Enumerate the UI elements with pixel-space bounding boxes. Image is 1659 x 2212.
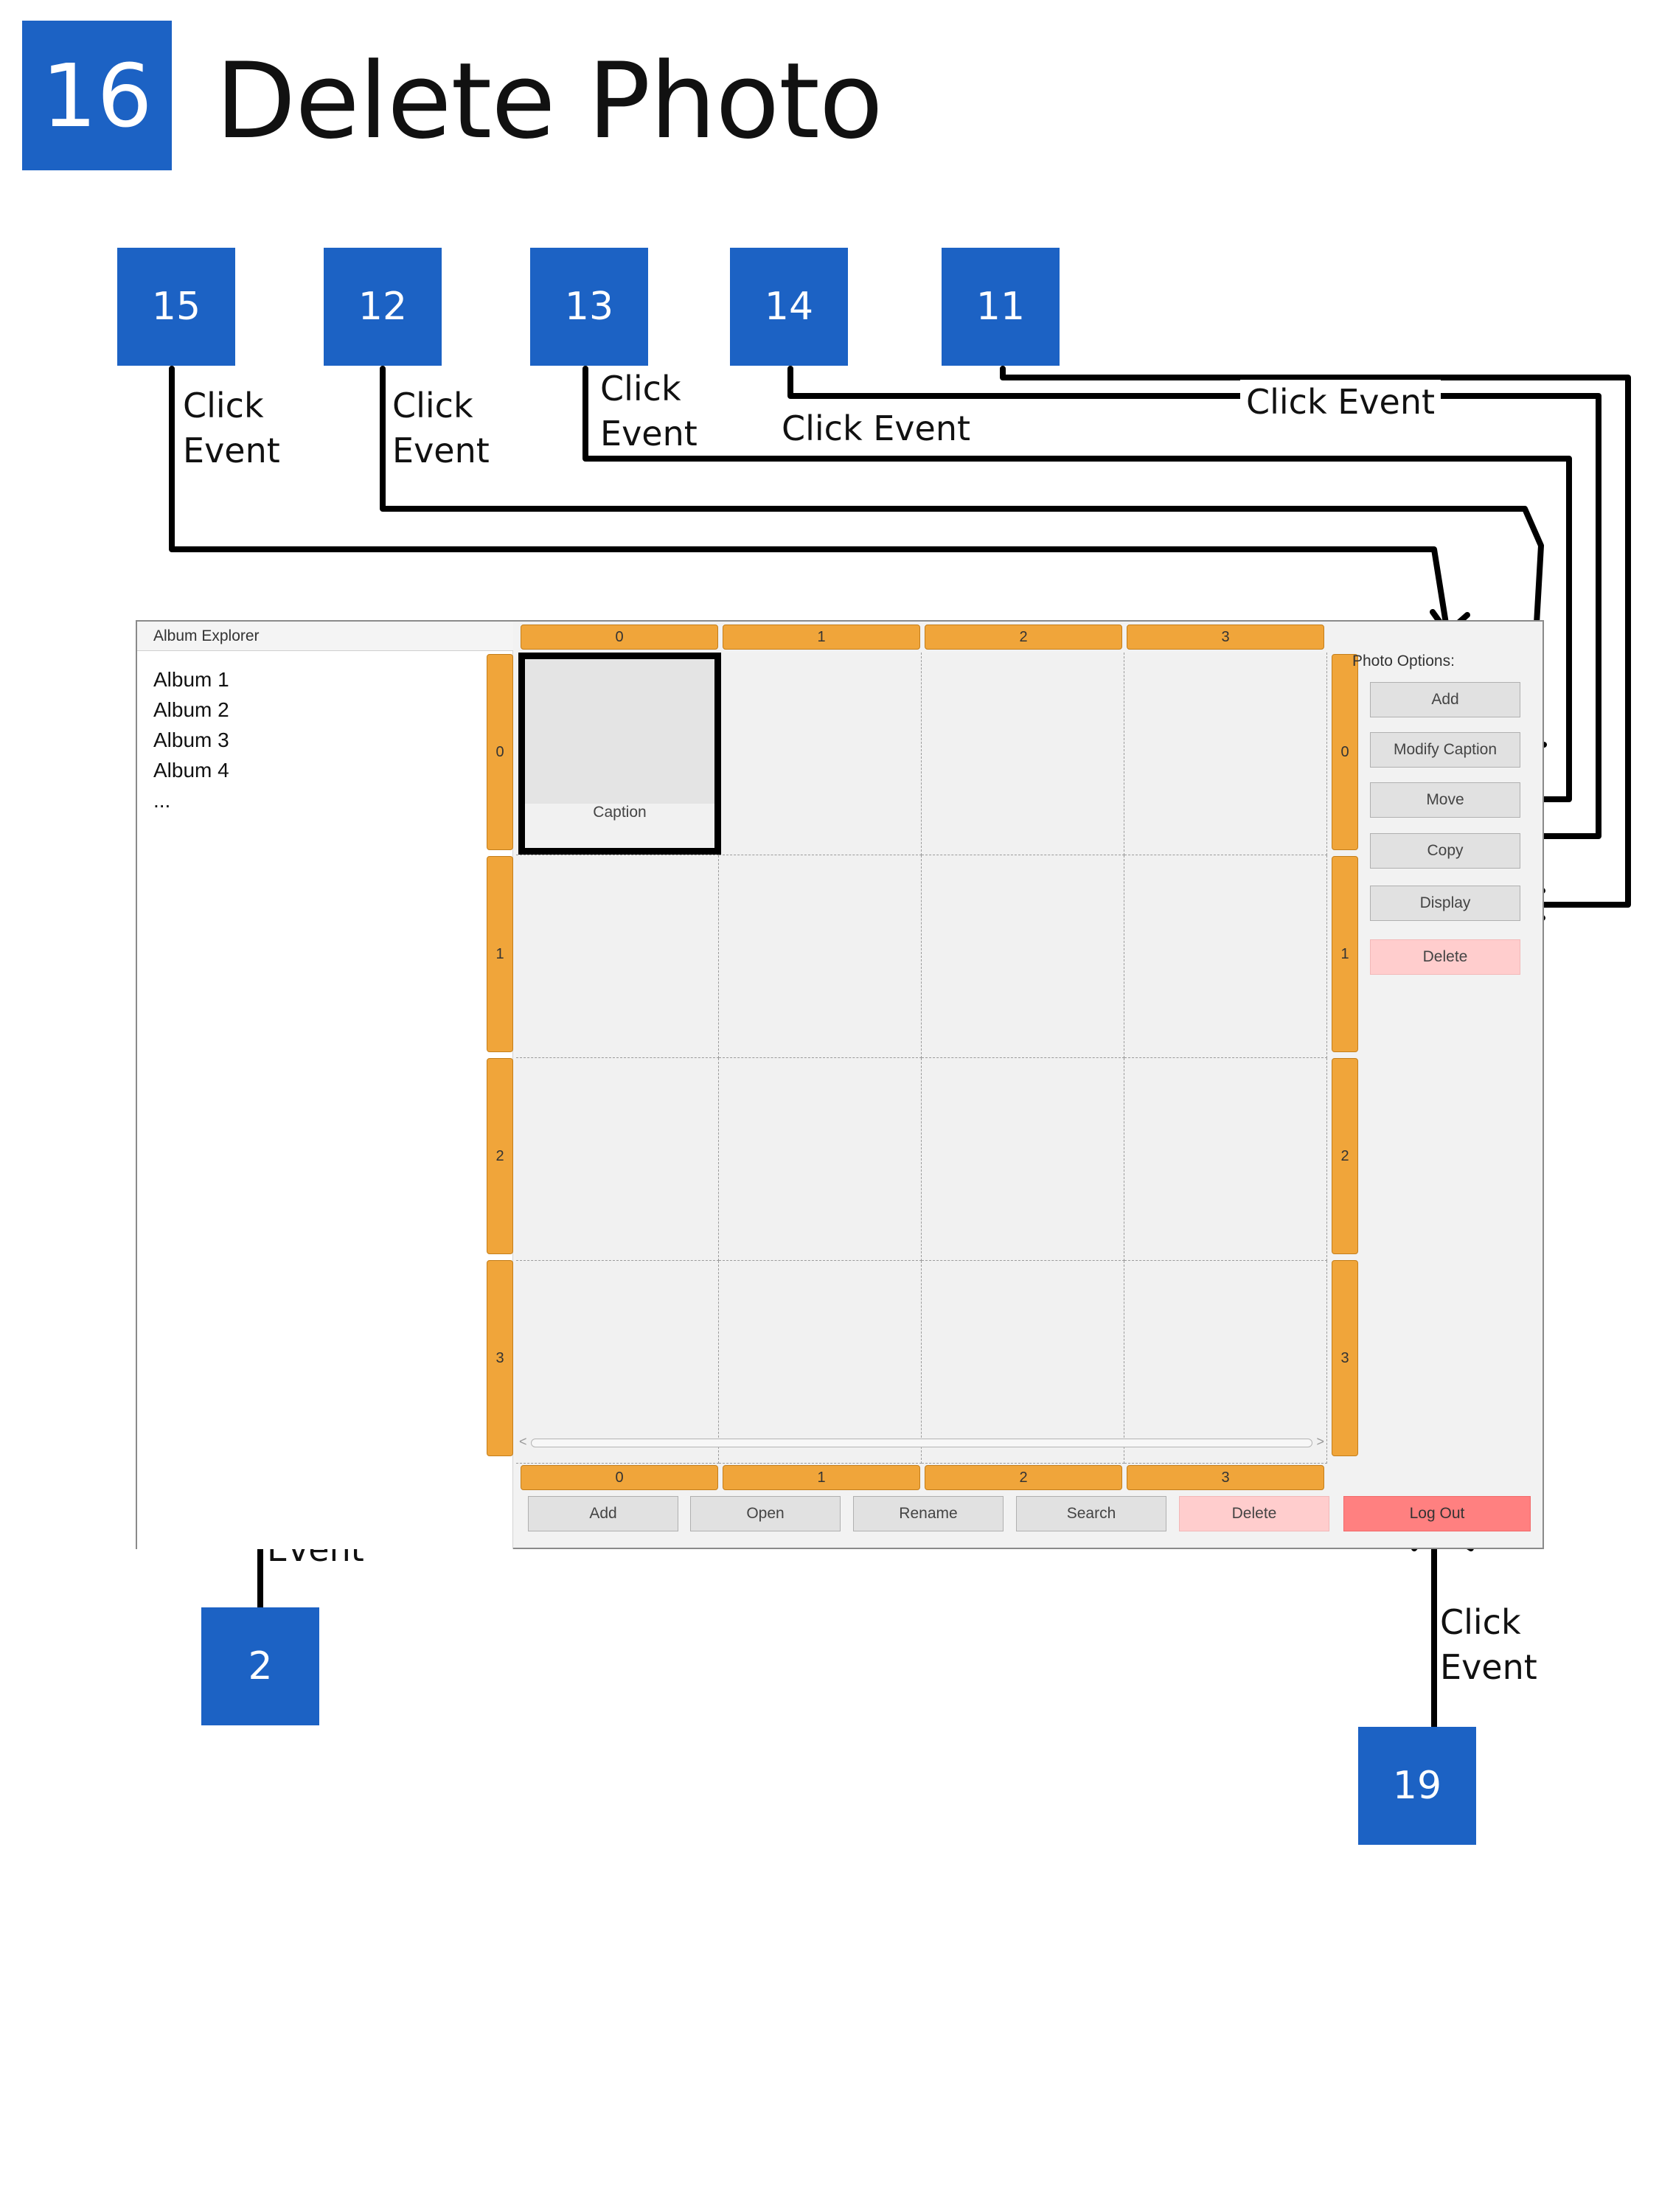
grid-cell[interactable]: [719, 653, 922, 855]
grid-cell[interactable]: [1124, 855, 1327, 1058]
row-header-right-1: 1: [1332, 856, 1358, 1052]
column-header-top-3: 3: [1127, 625, 1324, 650]
grid-cell[interactable]: [922, 653, 1124, 855]
album-open-button[interactable]: Open: [690, 1496, 841, 1531]
album-list[interactable]: Album 1 Album 2 Album 3 Album 4 ...: [137, 651, 513, 1549]
grid-cell[interactable]: [922, 1261, 1124, 1464]
row-header-right-0: 0: [1332, 654, 1358, 850]
event-label-14: Click Event: [782, 408, 971, 448]
arrow-12-to-modify-caption: [380, 366, 1544, 743]
grid-cell[interactable]: [516, 855, 719, 1058]
selected-photo[interactable]: Caption: [518, 653, 721, 855]
event-label-15: Click Event: [183, 386, 280, 470]
album-item[interactable]: Album 4: [153, 759, 229, 782]
link-badge-15: 15: [117, 248, 235, 366]
arrow-13-to-move: [582, 366, 1572, 802]
column-header-bottom-3: 3: [1127, 1465, 1324, 1490]
event-label-11: Click Event: [1240, 380, 1441, 425]
link-badge-14: 14: [730, 248, 848, 366]
column-header-top-0: 0: [521, 625, 718, 650]
link-badge-12: 12: [324, 248, 442, 366]
photo-thumbnail: [525, 659, 714, 804]
photo-add-button[interactable]: Add: [1370, 682, 1520, 717]
diagram-title: Delete Photo: [215, 41, 883, 162]
grid-cell[interactable]: [1124, 1261, 1327, 1464]
album-item[interactable]: Album 2: [153, 698, 229, 721]
photo-delete-button[interactable]: Delete: [1370, 939, 1520, 975]
link-badge-11: 11: [942, 248, 1060, 366]
photo-options-label: Photo Options:: [1352, 653, 1455, 669]
album-search-button[interactable]: Search: [1016, 1496, 1166, 1531]
grid-cell[interactable]: [516, 1261, 719, 1464]
album-item[interactable]: Album 3: [153, 728, 229, 751]
display-button[interactable]: Display: [1370, 886, 1520, 921]
row-header-left-3: 3: [487, 1260, 513, 1456]
row-header-right-2: 2: [1332, 1058, 1358, 1254]
row-header-right-3: 3: [1332, 1260, 1358, 1456]
grid-cell[interactable]: [1124, 653, 1327, 855]
event-label-13: Click Event: [600, 369, 698, 453]
grid-cell[interactable]: [922, 1058, 1124, 1261]
modify-caption-button[interactable]: Modify Caption: [1370, 732, 1520, 768]
grid-cell[interactable]: [719, 1261, 922, 1464]
column-header-top-1: 1: [723, 625, 920, 650]
album-item[interactable]: Album 1: [153, 668, 229, 691]
grid-cell[interactable]: [922, 855, 1124, 1058]
column-header-top-2: 2: [925, 625, 1122, 650]
event-label-19: Click Event: [1440, 1602, 1537, 1687]
album-explorer-title: Album Explorer: [137, 622, 513, 651]
column-header-bottom-2: 2: [925, 1465, 1122, 1490]
logout-button[interactable]: Log Out: [1343, 1496, 1531, 1531]
copy-button[interactable]: Copy: [1370, 833, 1520, 869]
move-button[interactable]: Move: [1370, 782, 1520, 818]
grid-scrollbar[interactable]: < >: [516, 1434, 1327, 1452]
scroll-track[interactable]: [531, 1439, 1312, 1447]
row-header-left-0: 0: [487, 654, 513, 850]
album-delete-button[interactable]: Delete: [1179, 1496, 1329, 1531]
grid-cell[interactable]: [719, 1058, 922, 1261]
row-header-left-2: 2: [487, 1058, 513, 1254]
diagram-number-badge: 16: [22, 21, 172, 170]
grid-cell[interactable]: [516, 1058, 719, 1261]
link-badge-13: 13: [530, 248, 648, 366]
album-add-button[interactable]: Add: [528, 1496, 678, 1531]
grid-cell[interactable]: [719, 855, 922, 1058]
row-header-left-1: 1: [487, 856, 513, 1052]
arrow-14-to-copy: [787, 366, 1601, 839]
app-window: Album Explorer Album 1 Album 2 Album 3 A…: [136, 620, 1544, 1549]
column-header-bottom-0: 0: [521, 1465, 718, 1490]
arrow-15-to-add: [169, 366, 1450, 636]
scroll-left-icon[interactable]: <: [519, 1434, 527, 1449]
photo-caption: Caption: [593, 804, 647, 821]
event-label-12: Click Event: [392, 386, 490, 470]
column-header-bottom-1: 1: [723, 1465, 920, 1490]
link-badge-2: 2: [201, 1607, 319, 1725]
link-badge-19: 19: [1358, 1727, 1476, 1845]
album-rename-button[interactable]: Rename: [853, 1496, 1004, 1531]
scroll-right-icon[interactable]: >: [1316, 1434, 1324, 1449]
album-more-indicator: ...: [153, 789, 171, 812]
arrow-11-to-display: [1000, 366, 1631, 908]
grid-cell[interactable]: [1124, 1058, 1327, 1261]
